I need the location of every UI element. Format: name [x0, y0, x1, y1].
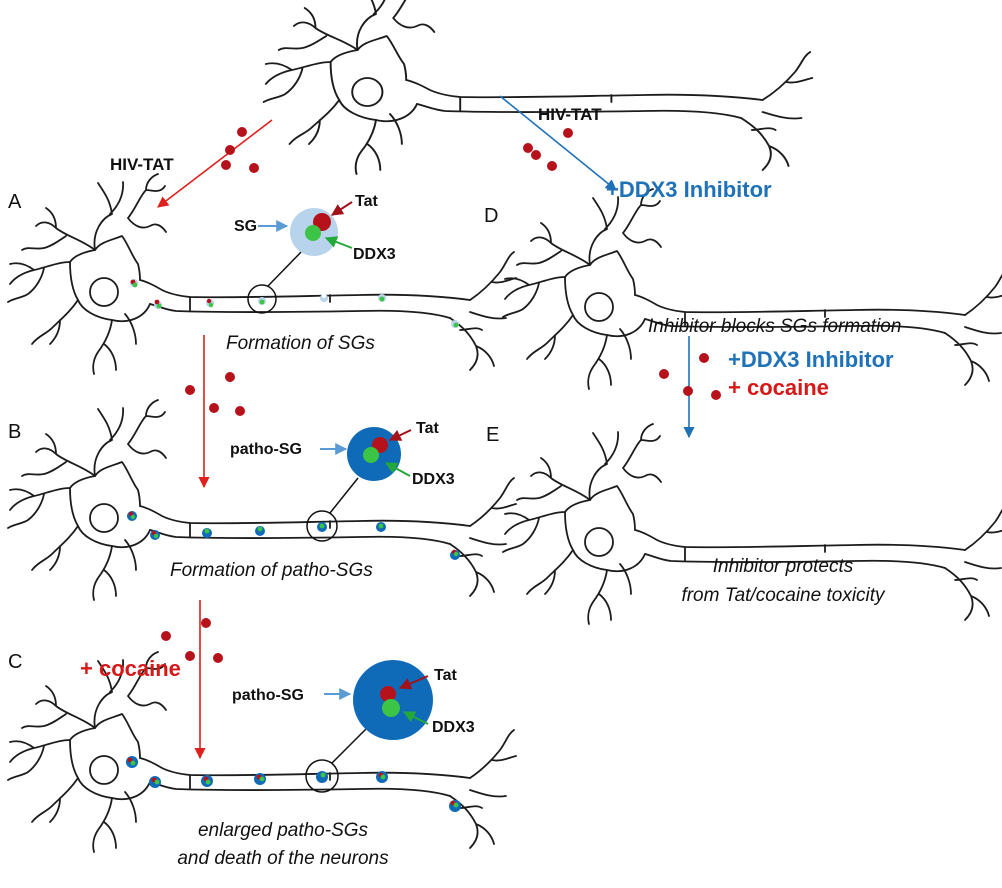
ddx3-dot-a: [305, 225, 321, 241]
ddx3-label-c: DDX3: [432, 719, 475, 736]
tat-particles: [161, 127, 721, 663]
ddx3-dot-c: [382, 699, 400, 717]
patho-sg-c-label: patho-SG: [232, 687, 304, 704]
ddx3-dot-b: [363, 447, 379, 463]
zoom-circle-c: [305, 759, 339, 793]
hiv-tat-left-label: HIV-TAT: [110, 155, 174, 174]
tat-dot-c: [380, 686, 396, 702]
ddx3-label-a: DDX3: [353, 246, 396, 263]
granules-a: [130, 279, 459, 328]
zoom-circle-a: [247, 284, 277, 314]
tat-pointer-a: [330, 201, 353, 216]
caption-d: Inhibitor blocks SGs formation: [648, 316, 901, 337]
patho-sg-b-label: patho-SG: [230, 441, 302, 458]
tat-label-c: Tat: [434, 667, 457, 684]
ddx3-pointer-b: [384, 462, 411, 477]
caption-e-line1: Inhibitor protects: [713, 556, 854, 577]
panel-c-letter: C: [8, 651, 22, 673]
granules-c: [126, 756, 461, 812]
zoom-line-a: [267, 247, 306, 287]
caption-b: Formation of patho-SGs: [170, 560, 373, 581]
panel-e-letter: E: [486, 424, 499, 446]
caption-c-line2: and death of the neurons: [177, 848, 389, 869]
tat-label-b: Tat: [416, 420, 439, 437]
ddx3-inhibitor-mid-label: +DDX3 Inhibitor: [728, 347, 894, 372]
granules-b: [127, 511, 460, 560]
hiv-tat-right-label: HIV-TAT: [538, 105, 602, 124]
tat-pointer-c: [398, 675, 429, 690]
ddx3-inhibitor-top-label: +DDX3 Inhibitor: [606, 177, 772, 202]
zoom-line-b: [329, 477, 359, 514]
ddx3-label-b: DDX3: [412, 471, 455, 488]
zoom-circle-b: [306, 510, 338, 542]
caption-e-line2: from Tat/cocaine toxicity: [681, 585, 886, 606]
tat-pointer-b: [388, 429, 412, 441]
caption-c-line1: enlarged patho-SGs: [198, 820, 369, 841]
panel-d-letter: D: [484, 205, 498, 227]
cocaine-right-label: + cocaine: [728, 375, 829, 400]
top-neuron: [262, 0, 814, 175]
arrow-top-to-d: [499, 95, 617, 191]
arrow-top-to-a: [157, 119, 273, 208]
cocaine-left-label: + cocaine: [80, 656, 181, 681]
tat-label-a: Tat: [355, 193, 378, 210]
zoom-line-c: [331, 724, 371, 764]
panel-b-letter: B: [8, 421, 21, 443]
caption-a: Formation of SGs: [226, 333, 375, 354]
sg-label: SG: [234, 218, 257, 235]
panel-a-letter: A: [8, 191, 22, 213]
ddx3-pointer-c: [402, 711, 429, 725]
ddx3-pointer-a: [324, 236, 353, 249]
